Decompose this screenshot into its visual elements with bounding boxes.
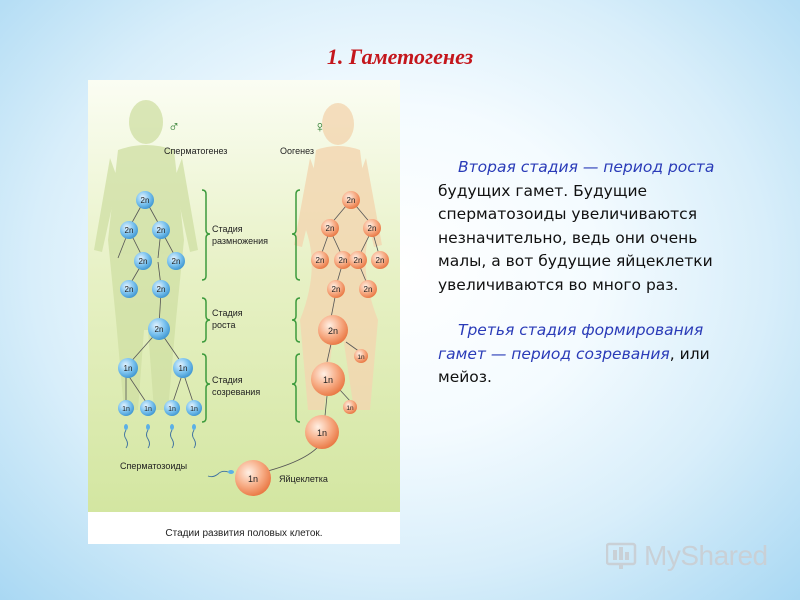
logo-text: MyShared (644, 540, 768, 571)
cell-2n: 2n (134, 252, 152, 270)
figure-caption: Стадии развития половых клеток. (165, 528, 323, 539)
cell-2n: 2n (349, 251, 367, 269)
svg-text:1n: 1n (357, 354, 365, 361)
cell-2n: 2n (363, 219, 381, 237)
paragraph-maturation: Третья стадия формирования гамет — перио… (438, 319, 718, 390)
svg-text:2n: 2n (316, 256, 325, 265)
stage-growth-label-1: Стадия (212, 308, 243, 318)
svg-text:1n: 1n (122, 406, 130, 413)
svg-text:2n: 2n (157, 226, 166, 235)
cell-1n: 1n (118, 358, 138, 378)
stage-brackets (201, 189, 301, 423)
svg-text:2n: 2n (139, 257, 148, 266)
svg-text:2n: 2n (368, 224, 377, 233)
svg-text:2n: 2n (157, 285, 166, 294)
stage-reproduction-label-1: Стадия (212, 224, 243, 234)
svg-text:2n: 2n (364, 285, 373, 294)
egg-cell-1n: 1n (235, 460, 271, 496)
growth-highlight: Вторая стадия — период роста (458, 158, 715, 176)
svg-text:1n: 1n (346, 405, 354, 412)
stage-maturation-label-1: Стадия (212, 375, 243, 385)
polar-body-1n: 1n (343, 400, 357, 414)
cell-1n: 1n (140, 400, 156, 416)
cell-2n-grown: 2n (318, 315, 348, 345)
cell-1n: 1n (186, 400, 202, 416)
cell-2n: 2n (359, 280, 377, 298)
cell-2n: 2n (371, 251, 389, 269)
svg-text:2n: 2n (125, 285, 134, 294)
cell-2n: 2n (152, 280, 170, 298)
spermatogenesis-cells: 2n 2n 2n 2n 2n 2n 2n 2n 1n 1n 1n 1n 1n 1… (118, 191, 202, 416)
cell-1n: 1n (305, 415, 339, 449)
svg-text:2n: 2n (339, 256, 348, 265)
egg-label: Яйцеклетка (279, 474, 328, 484)
cell-2n: 2n (136, 191, 154, 209)
sperm-tails (124, 424, 196, 449)
cell-1n: 1n (118, 400, 134, 416)
svg-text:1n: 1n (190, 406, 198, 413)
stage-labels: Стадия размножения Стадия роста Стадия с… (212, 224, 268, 397)
stage-growth-label-2: роста (212, 320, 236, 330)
svg-text:2n: 2n (376, 256, 385, 265)
svg-text:2n: 2n (125, 226, 134, 235)
gametogenesis-figure: ♂ ♀ Сперматогенез Оогенез 2n (88, 80, 400, 544)
cell-2n: 2n (311, 251, 329, 269)
maturation-highlight: Третья стадия формирования гамет — перио… (438, 321, 704, 363)
svg-text:1n: 1n (144, 406, 152, 413)
cell-1n: 1n (173, 358, 193, 378)
slide-title: 1. Гаметогенез (326, 44, 474, 69)
svg-text:1n: 1n (168, 406, 176, 413)
cell-2n: 2n (327, 280, 345, 298)
svg-text:1n: 1n (317, 428, 327, 438)
logo-icon (606, 542, 637, 569)
maturation-text: , или мейоз. (438, 344, 710, 387)
stage-maturation-label-2: созревания (212, 387, 260, 397)
cell-2n: 2n (152, 221, 170, 239)
explanation-text: Вторая стадия — период роста будущих гам… (438, 156, 718, 412)
svg-text:2n: 2n (141, 196, 150, 205)
cell-2n: 2n (120, 280, 138, 298)
paragraph-growth: Вторая стадия — период роста будущих гам… (438, 156, 718, 297)
spermatogenesis-heading: Сперматогенез (164, 146, 227, 156)
cell-2n: 2n (342, 191, 360, 209)
cell-1n: 1n (164, 400, 180, 416)
svg-text:2n: 2n (172, 257, 181, 266)
myshared-logo: MyShared (606, 536, 768, 576)
svg-text:1n: 1n (179, 364, 188, 373)
cell-1n: 1n (311, 362, 345, 396)
oogenesis-cells: 2n 2n 2n 2n 2n 2n 2n 2n 2n 2n 1n 1n 1n 1… (207, 191, 389, 496)
fertilizing-sperm (207, 470, 234, 478)
svg-text:2n: 2n (326, 224, 335, 233)
sperm-label: Сперматозоиды (120, 461, 187, 471)
svg-text:2n: 2n (332, 285, 341, 294)
male-symbol: ♂ (168, 119, 180, 136)
oogenesis-heading: Оогенез (280, 146, 314, 156)
growth-text: будущих гамет. Будущие сперматозоиды уве… (438, 181, 713, 294)
female-symbol: ♀ (314, 119, 326, 136)
cell-2n: 2n (167, 252, 185, 270)
svg-text:1n: 1n (124, 364, 133, 373)
svg-text:2n: 2n (347, 196, 356, 205)
male-silhouette (94, 100, 198, 410)
cell-2n: 2n (321, 219, 339, 237)
svg-text:2n: 2n (328, 326, 338, 336)
cell-2n-grown: 2n (148, 318, 170, 340)
stage-reproduction-label-2: размножения (212, 236, 268, 246)
cell-2n: 2n (334, 251, 352, 269)
svg-text:1n: 1n (323, 375, 333, 385)
polar-body-1n: 1n (354, 349, 368, 363)
svg-text:1n: 1n (248, 474, 258, 484)
cell-2n: 2n (120, 221, 138, 239)
diagram-svg: ♂ ♀ Сперматогенез Оогенез 2n (88, 80, 400, 512)
svg-text:2n: 2n (354, 256, 363, 265)
svg-text:2n: 2n (155, 325, 164, 334)
